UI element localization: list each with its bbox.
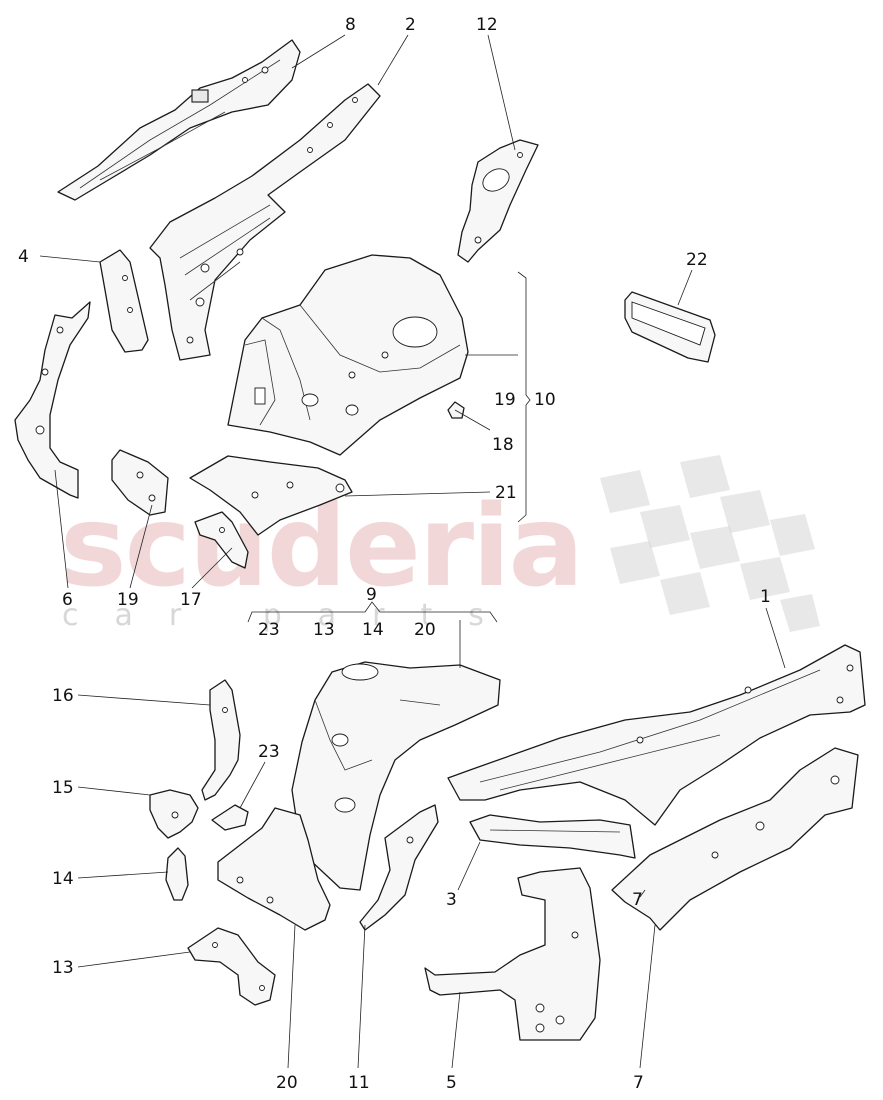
callout-9-sub-23: 23 [258,620,280,640]
callout-16: 16 [52,686,74,706]
part-2-inner-panel [149,83,381,361]
callout-19: 19 [117,590,139,610]
callout-23: 23 [258,742,280,762]
callout-20: 20 [276,1073,298,1093]
callout-13: 13 [52,958,74,978]
callout-12: 12 [476,15,498,35]
callout-21: 21 [495,483,517,503]
part-5-frame-bracket [424,867,601,1041]
callout-17: 17 [180,590,202,610]
part-8-upper-rail [57,39,301,201]
part-15-bracket [149,789,199,839]
callout-18: 18 [492,435,514,455]
part-9-wheelhouse-assembly [291,661,501,891]
callout-7: 7 [632,890,643,910]
callout-8: 8 [345,15,356,35]
callout-19-group10: 19 [494,390,516,410]
callout-9-sub-14: 14 [362,620,384,640]
part-12-bracket [457,139,539,263]
callout-15: 15 [52,778,74,798]
callout-2: 2 [405,15,416,35]
callout-14: 14 [52,869,74,889]
callout-9-sub-13: 13 [313,620,335,640]
callout-numbers: 8 2 12 4 22 19 10 18 21 6 19 17 9 23 13 … [18,15,771,1093]
part-20-panel [217,807,331,931]
callout-3: 3 [446,890,457,910]
part-21-crossmember [189,455,353,536]
part-11-bracket [359,804,439,931]
part-14-bracket [165,847,189,901]
part-10-wheelhouse [227,254,469,456]
part-23-bracket [211,804,249,831]
leader-lines [39,34,786,1069]
part-3-sill [469,814,636,859]
callout-9: 9 [366,585,377,605]
part-16-bracket [201,679,241,801]
callout-6: 6 [62,590,73,610]
part-1-main-rail [447,644,866,826]
callout-22: 22 [686,250,708,270]
watermark: scuderia car parts [60,455,820,633]
part-13-bracket [187,927,276,1006]
part-6-strut [14,301,91,499]
part-4-bracket [99,249,149,353]
part-7-rear-rail [611,747,859,931]
part-18-clip [447,401,465,419]
part-19-bracket-left [111,449,169,516]
callout-10: 10 [534,390,556,410]
callout-9-sub-20: 20 [414,620,436,640]
watermark-subtitle: car parts [62,598,520,633]
part-17-bracket [194,511,249,569]
part-22-plug [624,291,716,363]
callout-5: 5 [446,1073,457,1093]
callout-11: 11 [348,1073,370,1093]
callout-4: 4 [18,247,29,267]
checkered-flag-logo [600,455,820,632]
callout-7-bottom: 7 [633,1073,644,1093]
callout-1: 1 [760,587,771,607]
